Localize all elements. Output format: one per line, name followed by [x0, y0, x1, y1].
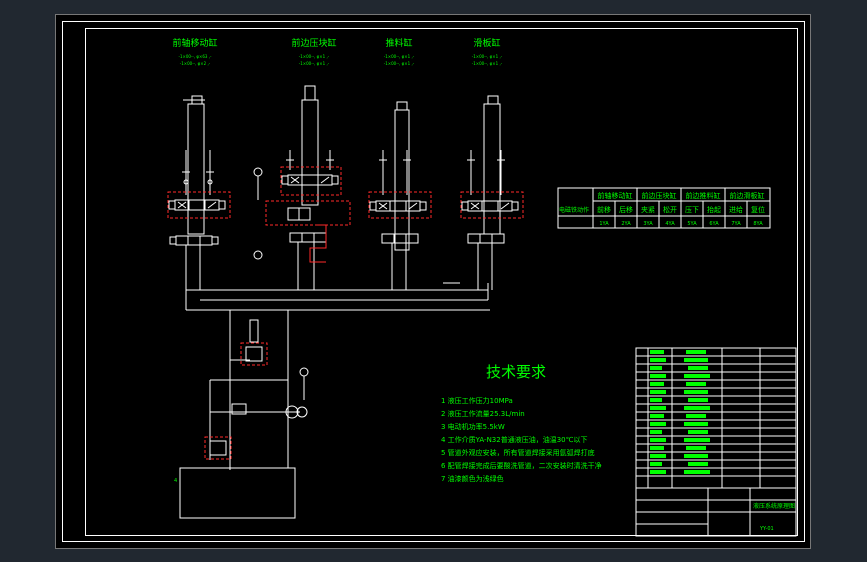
pump-label: 4 — [174, 478, 177, 484]
table-sub-5: 压下 — [685, 206, 699, 214]
parts-list — [635, 347, 797, 537]
cylinder-titles: 前轴移动缸 -1×00--, φ×63 ,- -1×00--, φ×2 ,- 前… — [172, 37, 502, 66]
tech-req-line-5: 5 管道外观应安装，所有管道焊接采用氩弧焊打底 — [441, 448, 595, 457]
table-val-1: 1YA — [599, 221, 609, 227]
pump-station — [209, 319, 309, 469]
table-sub-2: 后移 — [619, 205, 633, 214]
oil-tank — [179, 467, 296, 519]
table-val-5: 5YA — [687, 221, 697, 227]
cylinder-sub-1a: -1×00--, φ×63 ,- — [179, 54, 212, 59]
tech-req-line-6: 6 配管焊接完成后要酸洗管道，二次安装时清洗干净 — [441, 461, 602, 470]
dashed-box-2a — [280, 166, 342, 196]
dashed-box-4 — [460, 191, 524, 219]
tech-req-line-3: 3 电动机功率5.5kW — [441, 422, 505, 431]
cylinder-sub-2b: -1×00--, φ×1 ,- — [299, 61, 330, 66]
red-pipe — [309, 224, 327, 263]
table-sub-3: 夹紧 — [641, 205, 655, 214]
table-val-2: 2YA — [621, 221, 631, 227]
cylinder-sub-3a: -1×00--, φ×1 ,- — [384, 54, 415, 59]
cylinder-title-1: 前轴移动缸 — [172, 37, 217, 49]
direction-valve-1 — [169, 235, 219, 290]
dashed-box-3 — [368, 191, 432, 219]
check-valve-pair-4 — [461, 200, 519, 212]
cylinder-sub-4a: -1×00--, φ×1 ,- — [472, 54, 503, 59]
cylinder-sub-1b: -1×00--, φ×2 ,- — [180, 61, 211, 66]
table-sub-8: 复位 — [751, 205, 765, 214]
title-block-number: YY-01 — [759, 526, 774, 532]
tech-requirements: 技术要求 1 液压工作压力10MPa 2 液压工作流量25.3L/min 3 电… — [441, 363, 602, 483]
table-val-4: 4YA — [665, 221, 675, 227]
inner-frame — [85, 28, 798, 536]
main-lines — [185, 282, 490, 470]
cylinder-circuit-3 — [379, 101, 411, 251]
action-table — [557, 187, 771, 229]
cylinder-circuit-4 — [467, 95, 505, 235]
table-sub-4: 松开 — [663, 205, 677, 214]
table-sub-7: 进给 — [729, 205, 743, 214]
check-valve-pair-2 — [281, 174, 339, 186]
tech-req-title: 技术要求 — [486, 363, 546, 381]
check-valve-pair-3 — [369, 200, 427, 212]
cylinder-title-3: 推料缸 — [385, 37, 412, 49]
cylinder-title-4: 滑板缸 — [473, 37, 500, 49]
table-val-7: 7YA — [731, 221, 741, 227]
parts-list-marks — [650, 350, 710, 474]
tech-req-line-7: 7 油漆颜色为浅绿色 — [441, 474, 504, 483]
dashed-box-2b — [265, 200, 351, 226]
cylinder-sub-2a: -1×00--, φ×1 ,- — [299, 54, 330, 59]
cylinder-sub-4b: -1×00--, φ×1 ,- — [472, 61, 503, 66]
title-block-name: 液压系统原理图 — [753, 502, 795, 510]
check-valve-pair-1 — [168, 199, 226, 211]
dashed-box-1 — [167, 191, 231, 219]
cylinder-title-2: 前边压块缸 — [291, 37, 336, 49]
action-table-text: 电磁铁动作 前轴移动缸 前边压块缸 前边推料缸 前边滑板缸 前移 后移 夹紧 松… — [559, 191, 765, 227]
table-top-1: 前轴移动缸 — [598, 191, 633, 200]
outer-frame — [62, 21, 805, 542]
cylinder-circuit-1 — [182, 95, 214, 235]
table-val-8: 8YA — [753, 221, 763, 227]
dashed-box-relief-1 — [240, 342, 268, 366]
table-val-3: 3YA — [643, 221, 653, 227]
table-top-3: 前边推料缸 — [686, 191, 721, 200]
table-row-header: 电磁铁动作 — [559, 206, 589, 214]
table-top-4: 前边滑板缸 — [730, 191, 765, 200]
table-val-6: 6YA — [709, 221, 719, 227]
table-sub-6: 抬起 — [707, 205, 721, 214]
tech-req-line-1: 1 液压工作压力10MPa — [441, 396, 513, 405]
table-top-2: 前边压块缸 — [642, 191, 677, 200]
tech-req-line-2: 2 液压工作流量25.3L/min — [441, 409, 525, 418]
cylinder-circuit-2 — [253, 85, 334, 260]
dashed-box-relief-2 — [204, 436, 232, 460]
tech-req-line-4: 4 工作介质YA-N32普通液压油，油温30℃以下 — [441, 435, 587, 444]
table-sub-1: 前移 — [597, 205, 611, 214]
cylinder-sub-3b: -1×00--, φ×1 ,- — [384, 61, 415, 66]
